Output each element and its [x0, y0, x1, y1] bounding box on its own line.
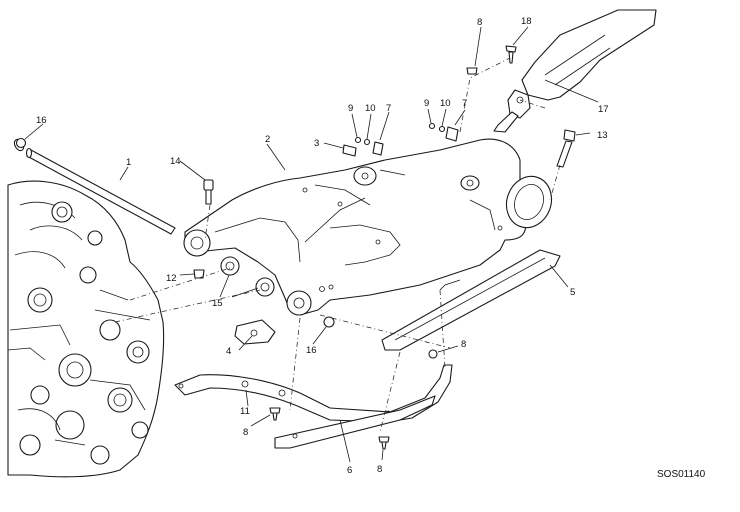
lower-slider-6: [274, 395, 436, 449]
small-fasteners: [342, 122, 459, 157]
bolt-14: [203, 179, 214, 205]
callout-10-left: 10: [365, 103, 376, 114]
bushing-washers: [193, 256, 275, 297]
callout-10-right: 10: [440, 98, 451, 109]
callout-7-right: 7: [462, 98, 467, 109]
callout-14: 14: [170, 156, 181, 167]
chain-guard-17: [493, 9, 657, 133]
callout-15: 15: [212, 298, 223, 309]
callout-5: 5: [570, 287, 575, 298]
callout-8-bottom: 8: [377, 464, 382, 475]
callout-13: 13: [597, 130, 608, 141]
swingarm: [183, 138, 553, 316]
o-rings-16: [15, 137, 335, 328]
leader-lines: [24, 26, 599, 463]
callout-12: 12: [166, 273, 177, 284]
callout-2: 2: [265, 134, 270, 145]
plate-4: [234, 319, 276, 345]
screw-8-top: [466, 67, 478, 75]
callout-8-left: 8: [243, 427, 248, 438]
screw-18: [505, 45, 517, 64]
callout-3: 3: [314, 138, 319, 149]
callout-17: 17: [598, 104, 609, 115]
engine-housing: [7, 180, 165, 478]
callout-labels: 1 2 3 4 5 6 7 7 8 8 8 8 9 9 10 10 11 12 …: [36, 16, 609, 476]
drawing-code: SOS01140: [657, 469, 706, 480]
callout-1: 1: [126, 157, 131, 168]
callout-16-bottom: 16: [306, 345, 317, 356]
screws-8-lower: [269, 407, 390, 450]
callout-9-right: 9: [424, 98, 429, 109]
callout-8-top: 8: [477, 17, 482, 28]
callout-8-right: 8: [461, 339, 466, 350]
bolt-13: [556, 129, 576, 168]
chain-slider-5: [381, 249, 561, 359]
callout-18: 18: [521, 16, 532, 27]
callout-9-left: 9: [348, 103, 353, 114]
callout-4: 4: [226, 346, 231, 357]
callout-16-top: 16: [36, 115, 47, 126]
callout-7-left: 7: [386, 103, 391, 114]
callout-11: 11: [240, 406, 250, 417]
callout-6: 6: [347, 465, 352, 476]
